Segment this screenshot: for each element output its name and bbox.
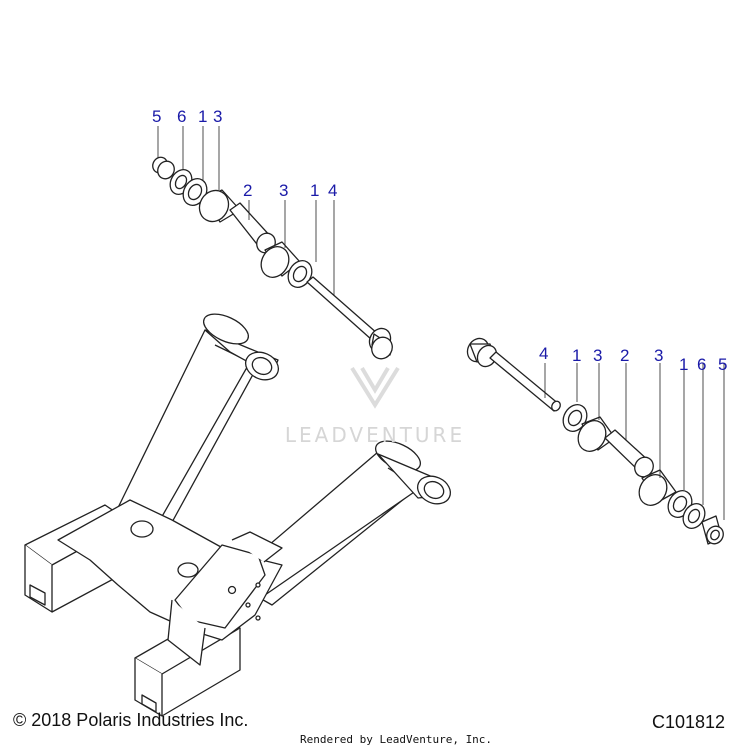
callout-lower-1b[interactable]: 1	[679, 355, 689, 374]
leadventure-logo-watermark	[350, 366, 400, 409]
callout-upper-3[interactable]: 3	[213, 107, 223, 126]
callout-upper-1b[interactable]: 1	[310, 181, 320, 200]
callout-upper-6[interactable]: 6	[177, 107, 187, 126]
callout-upper-1[interactable]: 1	[198, 107, 208, 126]
watermark-text: LEADVENTURE	[284, 423, 466, 447]
callout-upper-3b[interactable]: 3	[279, 181, 289, 200]
copyright-text: © 2018 Polaris Industries Inc.	[13, 710, 249, 730]
callout-lower-6[interactable]: 6	[697, 355, 707, 374]
drawing-number: C101812	[652, 712, 726, 732]
callout-upper-5[interactable]: 5	[152, 107, 162, 126]
upper-hardware-stack	[152, 156, 393, 360]
a-arm-drawing	[24, 313, 452, 717]
callout-upper-2[interactable]: 2	[243, 181, 253, 200]
callout-upper-4[interactable]: 4	[328, 181, 338, 200]
callout-lower-4[interactable]: 4	[539, 344, 549, 363]
callout-lower-2[interactable]: 2	[620, 346, 630, 365]
leader-lines	[157, 126, 725, 520]
callout-lower-1[interactable]: 1	[572, 346, 582, 365]
callout-lower-3[interactable]: 3	[593, 346, 603, 365]
callout-lower-3b[interactable]: 3	[654, 346, 664, 365]
callout-lower-5[interactable]: 5	[718, 355, 728, 374]
rendered-by-text: Rendered by LeadVenture, Inc.	[300, 733, 493, 746]
lower-hardware-stack	[466, 337, 724, 545]
